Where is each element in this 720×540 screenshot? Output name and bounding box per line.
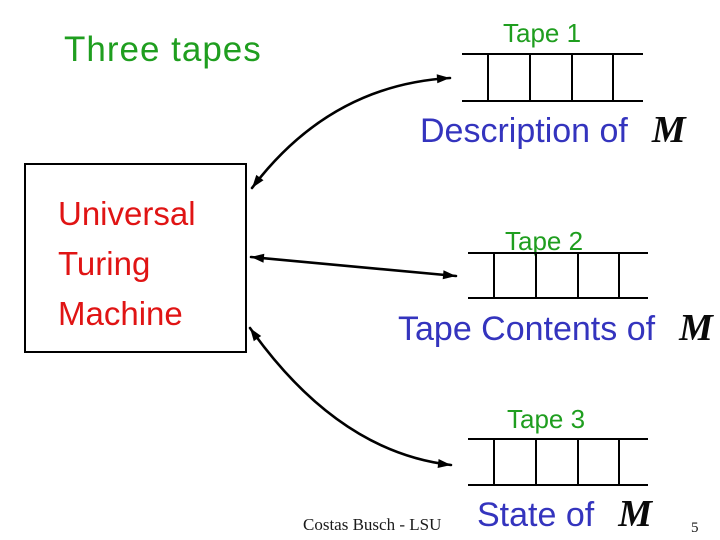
tape2-caption: Tape Contents of M [398,306,713,350]
tape3-cell-divider [535,440,537,484]
tape3-caption: State of M [477,492,652,536]
tape3-cell-divider [493,440,495,484]
machine-symbol-m: M [618,493,652,535]
tape2-caption-text: Tape Contents of [398,310,656,348]
tape3-label: Tape 3 [507,404,586,434]
tape1-cell-divider [571,55,573,100]
tape1-cell-divider [487,55,489,100]
tape1-caption: Description of M [420,108,686,152]
machine-symbol-m: M [651,109,686,151]
tape2-cell-divider [535,254,537,297]
tape3-cell-divider [618,440,620,484]
universal-turing-machine-box: Universal Turing Machine [24,163,247,353]
tape2-cell-divider [577,254,579,297]
tape2-cell-divider [493,254,495,297]
utm-box-line1: Universal [58,195,196,232]
page-number: 5 [691,520,699,536]
tape1-drawing [462,53,643,102]
tape2-label: Tape 2 [505,226,584,256]
machine-symbol-m: M [679,307,713,349]
tape3-caption-text: State of [477,496,595,534]
tape2-drawing [468,252,648,299]
slide-title: Three tapes [64,30,262,69]
tape3-cell-divider [577,440,579,484]
tape1-cell-divider [529,55,531,100]
tape1-label: Tape 1 [503,18,582,48]
arrow-box-to-tape2 [249,253,458,280]
utm-box-line3: Machine [58,295,183,332]
tape3-drawing [468,438,648,486]
tape2-cell-divider [618,254,620,297]
footer-credit: Costas Busch - LSU [303,515,442,534]
utm-box-text: Universal Turing Machine [58,189,196,339]
tape1-cell-divider [612,55,614,100]
utm-box-line2: Turing [58,245,151,282]
tape1-caption-text: Description of [420,112,628,150]
